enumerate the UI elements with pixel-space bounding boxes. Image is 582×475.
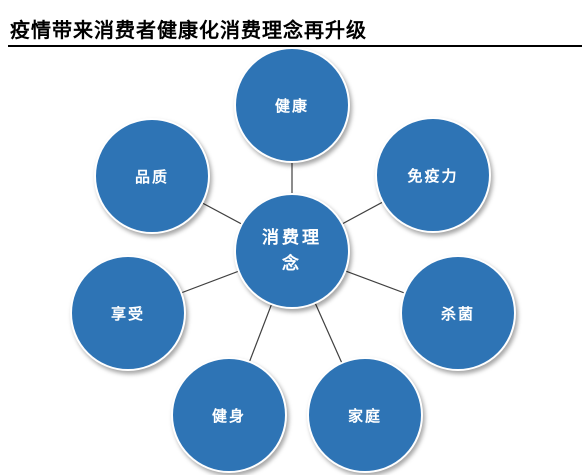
node-label: 品质 [134, 167, 169, 186]
node-center-consumption-concept: 消费理念 [234, 193, 350, 309]
node-sterilize: 杀菌 [400, 255, 516, 371]
page-title: 疫情带来消费者健康化消费理念再升级 [10, 18, 367, 42]
node-label: 健身 [211, 406, 246, 425]
title-underline [8, 45, 582, 47]
node-health: 健康 [234, 47, 350, 163]
node-quality: 品质 [94, 118, 210, 234]
node-immunity: 免疫力 [375, 117, 491, 233]
node-label: 杀菌 [440, 304, 475, 323]
center-label: 消费理念 [262, 228, 322, 274]
node-family: 家庭 [307, 357, 423, 473]
node-label: 家庭 [347, 406, 382, 425]
node-label: 免疫力 [407, 166, 459, 185]
node-enjoyment: 享受 [70, 255, 186, 371]
node-label: 享受 [110, 304, 145, 323]
node-fitness: 健身 [171, 357, 287, 473]
node-label: 健康 [274, 96, 309, 115]
